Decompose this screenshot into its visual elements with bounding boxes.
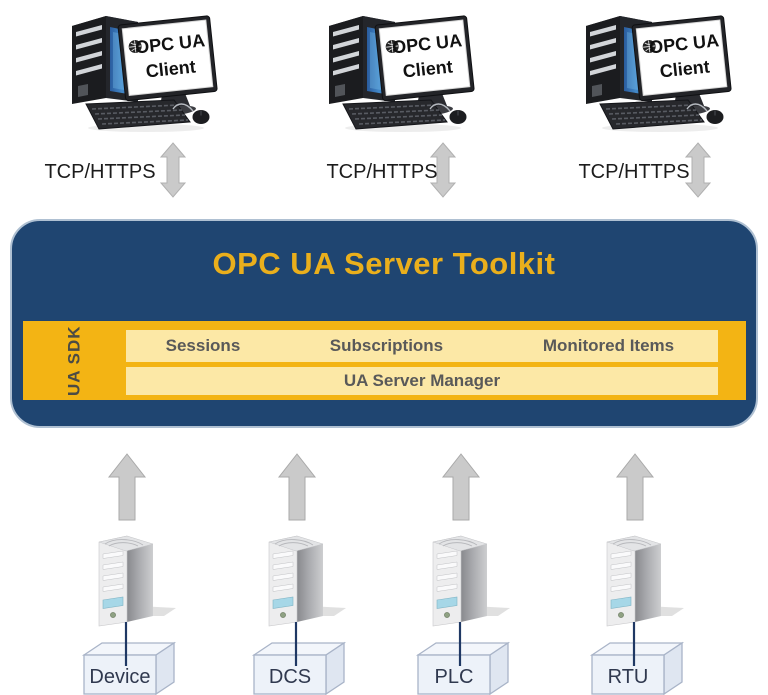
keyboard-icon [85,99,191,130]
source-label: DCS [269,666,311,688]
cube-icon [251,641,347,695]
desktop-computer-icon: OPC UA Client [329,15,475,132]
opc-ua-server-toolkit-panel: OPC UA Server Toolkit UA SDK Sessions Su… [10,219,758,428]
up-arrow-icon [441,453,481,521]
component-subscriptions: Subscriptions [329,336,444,355]
bidirectional-arrow-icon [684,142,712,198]
monitor-icon: OPC UA Client [631,15,732,116]
up-arrow-icon [615,453,655,521]
desktop-computer-icon: OPC UA Client [586,15,732,132]
monitor-icon: OPC UA Client [374,15,475,116]
source-column-art: PLC [415,453,511,695]
component-sessions: Sessions [165,336,241,355]
globe-icon [385,40,399,54]
protocol-label: TCP/HTTPS [44,161,156,183]
globe-icon [128,40,142,54]
components-strip: Sessions Subscriptions Monitored Items [126,330,718,362]
protocol-label: TCP/HTTPS [578,161,690,183]
monitor-icon: OPC UA Client [117,15,218,116]
component-monitored-items: Monitored Items [542,336,675,355]
manager-strip: UA Server Manager [126,367,718,395]
protocol-label: TCP/HTTPS [326,161,438,183]
panel-title: OPC UA Server Toolkit [212,246,556,281]
mouse-icon [686,103,724,124]
source-column-art: DCS [251,453,347,695]
source-rtu: RTU [580,450,690,695]
source-label: PLC [435,666,474,688]
keyboard-icon [599,99,705,130]
desktop-computer-icon: OPC UA Client [72,15,218,132]
source-column-art: RTU [589,453,685,695]
ua-server-manager-label: UA Server Manager [343,371,501,390]
opc-ua-client-3: OPC UA Client [572,2,732,134]
bidirectional-arrow-icon [159,142,187,198]
up-arrow-icon [107,453,147,521]
up-arrow-icon [277,453,317,521]
mouse-icon [172,103,210,124]
source-dcs: DCS [242,450,352,695]
ua-sdk-label: UA SDK [64,325,84,396]
opc-ua-client-1: OPC UA Client [58,2,218,134]
globe-icon [642,40,656,54]
cube-icon [81,641,177,695]
keyboard-icon [342,99,448,130]
server-icon [606,535,684,627]
server-icon [268,535,346,627]
source-plc: PLC [406,450,516,695]
bidirectional-arrow-icon [429,142,457,198]
server-icon [98,535,176,627]
ua-sdk-band: UA SDK Sessions Subscriptions Monitored … [23,321,746,400]
opc-ua-client-2: OPC UA Client [315,2,475,134]
cube-icon [415,641,511,695]
mouse-icon [429,103,467,124]
source-device: Device [72,450,182,695]
source-column-art: Device [81,453,177,695]
source-label: Device [89,666,150,688]
source-label: RTU [608,666,649,688]
cube-icon [589,641,685,695]
server-icon [432,535,510,627]
